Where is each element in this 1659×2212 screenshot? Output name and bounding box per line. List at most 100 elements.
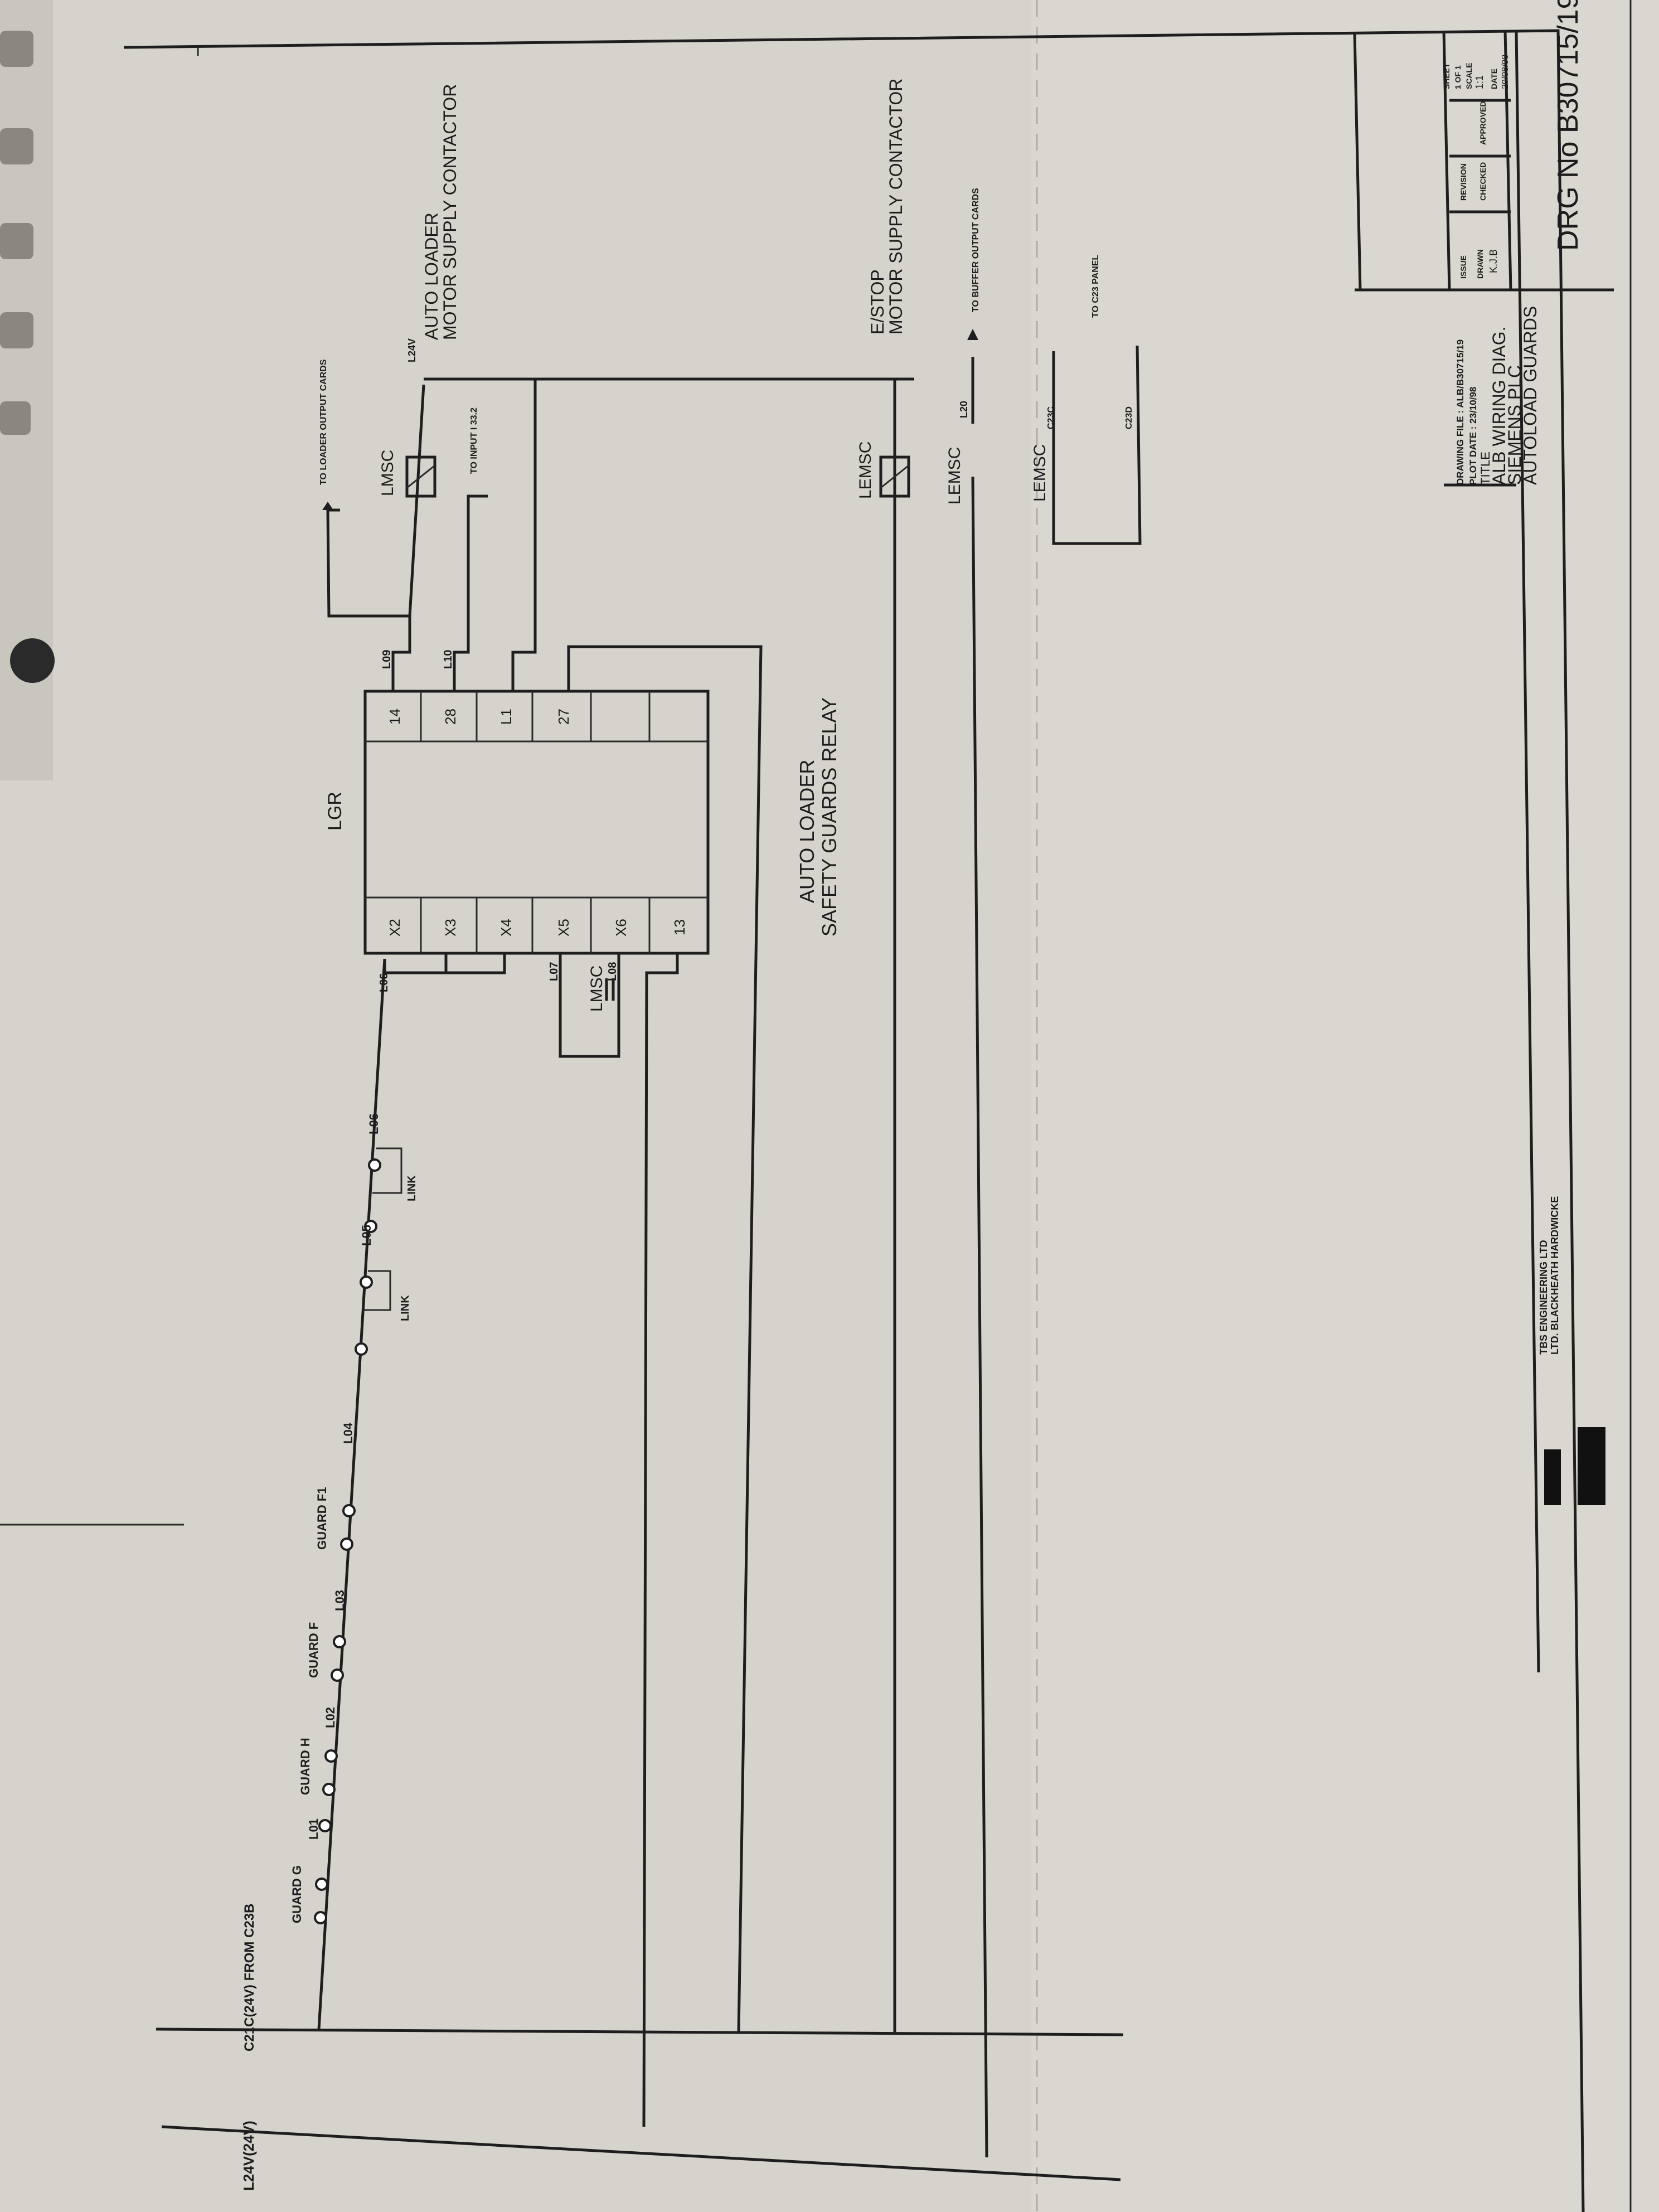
relay-caption-line1: AUTO LOADER: [795, 760, 818, 903]
to-loader-label: TO LOADER OUTPUT CARDS: [319, 359, 328, 485]
lmsc-desc-line1: AUTO LOADER: [421, 212, 442, 340]
lemsc-coil-symbol: [879, 455, 910, 498]
title-issue: ISSUE: [1459, 255, 1468, 279]
terminal-13: 13: [671, 919, 688, 935]
net-c23c-label: C23C: [1046, 406, 1056, 429]
lmsc-aux-loop: [559, 953, 620, 1058]
company-line2: LTD. BLACKHEATH HARDWICKE: [1549, 1196, 1560, 1355]
wire-l06-label: L06: [367, 1113, 381, 1134]
terminal-x3: X3: [442, 919, 459, 937]
paper-right-shade: [1031, 0, 1659, 2212]
company-line1: TBS ENGINEERING LTD: [1538, 1240, 1549, 1355]
terminal-x5: X5: [555, 919, 572, 937]
relay-caption-line2: SAFETY GUARDS RELAY: [818, 697, 841, 937]
to-panel-label: TO C23 PANEL: [1091, 255, 1100, 318]
rail-l24v-label: L24V(24V): [240, 2121, 257, 2191]
terminal-27: 27: [555, 709, 572, 725]
title-block-frame: [1353, 30, 1614, 1673]
title-drawn: K.J.B: [1488, 249, 1499, 273]
lemsc-coil-slash: [880, 464, 909, 489]
drawing-border: [123, 29, 1585, 2212]
to-input-label: TO INPUT I 33.2: [469, 408, 479, 474]
title-plot-date: PLOT DATE : 23/10/98: [1468, 387, 1478, 485]
wire-28-to-input: [453, 494, 488, 691]
wire-14-to-lmsc: [391, 384, 425, 691]
guard-h-label: GUARD H: [298, 1738, 312, 1795]
relay-name: LGR: [324, 792, 346, 831]
title-sheet-label: SHEET: [1442, 63, 1451, 89]
terminal-l1: L1: [498, 709, 515, 725]
title-line3: AUTOLOAD GUARDS: [1520, 306, 1540, 485]
net-l24v-label: L24V: [406, 338, 418, 362]
wire-13-to-rail: [642, 953, 679, 2127]
title-revision: REVISION: [1459, 163, 1468, 201]
wire-l02-label: L02: [323, 1707, 337, 1728]
lemsc-contact2-label: LEMSC: [1031, 444, 1049, 502]
lemsc-contact1-label: LEMSC: [945, 447, 964, 505]
wire-l20-label: L20: [958, 401, 969, 418]
binder-rings: [0, 31, 33, 435]
lmsc-aux-contact-symbol: [605, 978, 615, 1001]
drawing-number: DRG No B30715/19: [1552, 0, 1584, 251]
wire-l03-label: L03: [333, 1590, 347, 1611]
title-approved: APPROVED: [1478, 101, 1487, 145]
title-date-label: DATE: [1490, 69, 1498, 89]
wire-l07-label: L07: [548, 962, 560, 981]
wire-l01-label: L01: [307, 1818, 321, 1840]
to-loader-arrow: [322, 502, 333, 510]
relay-body: [363, 690, 710, 955]
rail-c21c: [156, 2027, 1124, 2036]
to-buffer-label: TO BUFFER OUTPUT CARDS: [971, 188, 981, 312]
terminal-x2: X2: [386, 919, 403, 937]
relay-right-terminals: [365, 691, 708, 743]
lmsc-loader-branch: [326, 508, 410, 618]
lmsc-coil-label: LMSC: [379, 450, 397, 496]
lmsc-desc-line2: MOTOR SUPPLY CONTACTOR: [440, 84, 460, 340]
lemsc-desc-line1: E/STOP: [867, 269, 887, 334]
wire-l05-label: L05: [360, 1225, 373, 1246]
title-line2: SIEMENS PLC: [1505, 365, 1525, 485]
terminal-28: 28: [442, 709, 459, 725]
lemsc-contact1-rung: [971, 476, 988, 2158]
guard-f1-label: GUARD F1: [315, 1487, 329, 1550]
title-label: TITLE: [1478, 452, 1492, 485]
rail-c21c-label: C21C(24V) FROM C23B: [242, 1904, 257, 2051]
wire-l09-label: L09: [381, 650, 393, 669]
relay-left-terminals: [365, 896, 708, 953]
lmsc-coil-symbol: [405, 455, 436, 498]
lmsc-coil-slash: [406, 464, 435, 489]
wire-l04-label: L04: [341, 1422, 355, 1444]
link1-label: LINK: [399, 1295, 411, 1321]
terminal-14: 14: [386, 709, 403, 725]
link2-label: LINK: [406, 1175, 418, 1201]
title-date: 20/08/98: [1501, 55, 1510, 89]
title-drawing-file: DRAWING FILE : ALB/B30715/19: [1455, 339, 1466, 485]
wire-l08-label: L08: [607, 962, 619, 981]
company-logo: [1544, 1427, 1605, 1505]
wire-l1-to-rail: [511, 379, 537, 691]
link-brackets: [363, 1147, 402, 1311]
title-checked: CHECKED: [1478, 162, 1487, 201]
terminal-x4: X4: [498, 919, 515, 937]
lemsc-contact2-loop: [1052, 345, 1142, 545]
title-sheet: 1 OF 1: [1453, 65, 1462, 89]
guard-switches: [314, 1158, 381, 1924]
to-buffer-arrow: [967, 329, 978, 340]
title-scale: 1:1: [1474, 75, 1485, 89]
lmsc-aux-label: LMSC: [588, 966, 606, 1012]
terminal-x6: X6: [613, 919, 629, 937]
guard-f-label: GUARD F: [307, 1622, 321, 1678]
title-line1: ALB WIRING DIAG.: [1489, 327, 1509, 485]
punch-hole: [10, 638, 55, 683]
wire-27-loop: [567, 645, 763, 2032]
wire-l06b-label: L06: [378, 973, 390, 992]
guard-g-label: GUARD G: [290, 1865, 304, 1923]
rail-l24v: [161, 2125, 1121, 2181]
lemsc-desc-line2: MOTOR SUPPLY CONTACTOR: [886, 79, 906, 334]
lemsc-coil-label: LEMSC: [856, 442, 875, 499]
wire-l10-label: L10: [442, 650, 454, 669]
guard-chain-wire: [317, 958, 386, 2030]
title-drawn-label: DRAWN: [1476, 249, 1485, 279]
net-c23d-label: C23D: [1124, 406, 1134, 429]
